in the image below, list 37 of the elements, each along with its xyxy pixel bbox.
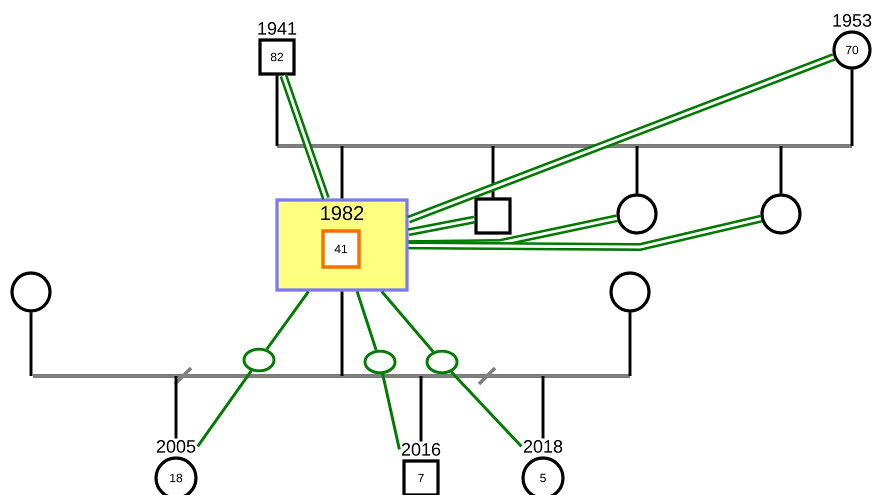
relationship-circle — [364, 350, 396, 374]
relationship-line — [196, 370, 252, 448]
relationship-line — [381, 374, 401, 450]
relationship-line — [356, 291, 378, 351]
year-label: 2016 — [402, 443, 440, 456]
relationship-circle — [426, 350, 458, 374]
relationship-line — [450, 371, 522, 448]
family-line — [340, 146, 344, 198]
relationship-line — [266, 290, 310, 350]
family-line — [420, 376, 422, 442]
family-line — [850, 70, 854, 146]
person-square: 82 — [258, 38, 296, 76]
family-line — [636, 146, 638, 194]
relationship-line — [408, 214, 762, 251]
person-circle — [10, 271, 52, 313]
person-square — [474, 197, 512, 235]
year-label: 2018 — [524, 440, 562, 453]
year-label: 1941 — [258, 22, 296, 35]
family-line — [340, 292, 344, 376]
family-line — [276, 76, 278, 146]
family-line — [492, 146, 494, 198]
year-label: 2005 — [156, 440, 196, 453]
relationship-line — [280, 74, 330, 200]
person-square: 41 — [321, 229, 361, 269]
person-circle — [609, 271, 651, 313]
person-circle — [616, 193, 658, 235]
relationship-line — [408, 216, 476, 236]
relationship-circle — [242, 348, 276, 372]
family-line — [628, 312, 632, 376]
person-circle — [760, 193, 802, 235]
relationship-line — [380, 290, 434, 353]
year-label: 1953 — [833, 14, 872, 27]
family-line — [542, 376, 544, 438]
family-line — [30, 312, 32, 376]
relationship-line — [407, 53, 836, 224]
family-line — [780, 146, 782, 194]
family-line — [174, 376, 178, 438]
